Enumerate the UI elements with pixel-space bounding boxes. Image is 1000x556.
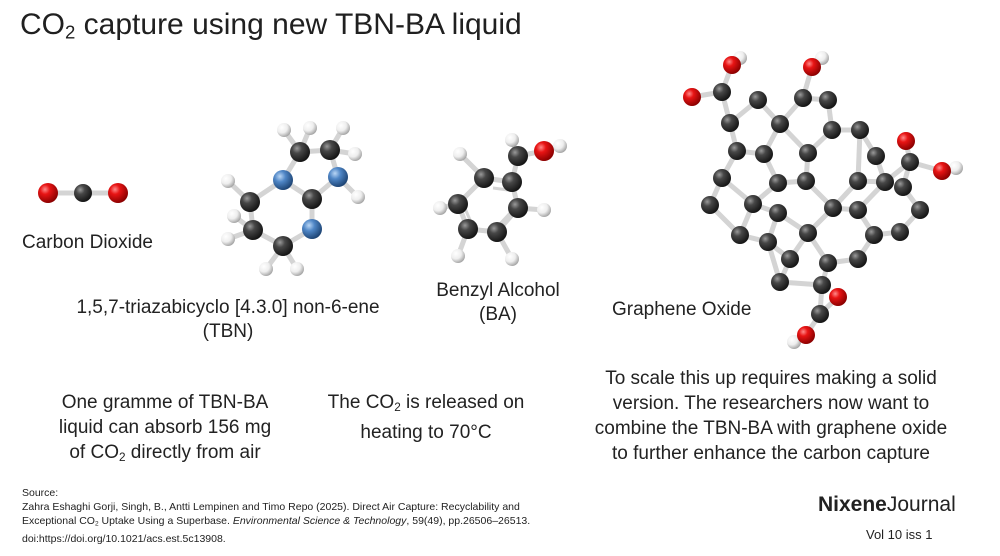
release-fact: The CO2 is released on heating to 70°C bbox=[327, 392, 525, 443]
doi-link[interactable]: doi:https://doi.org/10.1021/acs.est.5c13… bbox=[22, 532, 226, 545]
tbn-label: 1,5,7-triazabicyclo [4.3.0] non-6-ene (T… bbox=[76, 297, 380, 342]
co2-molecule bbox=[38, 183, 128, 203]
issue-number: Vol 10 iss 1 bbox=[866, 527, 933, 542]
source-citation: Source: Zahra Eshaghi Gorji, Singh, B., … bbox=[22, 487, 531, 545]
tbn-molecule bbox=[221, 121, 365, 276]
ba-label: Benzyl Alcohol (BA) bbox=[436, 280, 560, 325]
page-title: CO2 capture using new TBN-BA liquid bbox=[20, 8, 522, 43]
scale-up-fact: To scale this up requires making a solid… bbox=[594, 368, 948, 464]
co2-label: Carbon Dioxide bbox=[22, 232, 153, 253]
benzyl-alcohol-molecule bbox=[433, 133, 567, 266]
go-label: Graphene Oxide bbox=[612, 299, 752, 320]
absorption-fact: One gramme of TBN-BA liquid can absorb 1… bbox=[58, 392, 272, 464]
oxygen-atom bbox=[108, 183, 128, 203]
graphene-oxide-molecule bbox=[683, 51, 963, 349]
oxygen-atom bbox=[38, 183, 58, 203]
journal-brand: NixeneJournal bbox=[818, 493, 956, 516]
carbon-atom bbox=[74, 184, 92, 202]
